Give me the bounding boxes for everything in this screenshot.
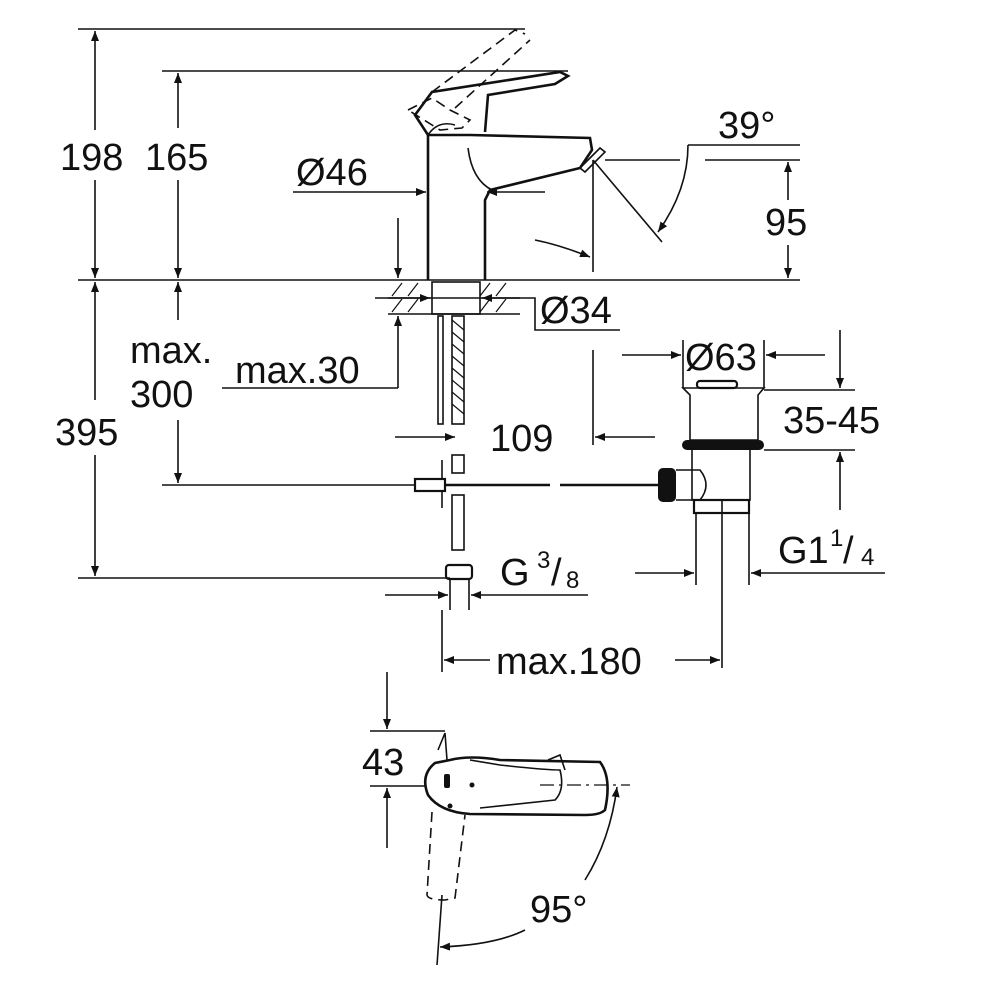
body-diameter-dimension: Ø46 (293, 152, 545, 196)
hose-lower (451, 494, 465, 551)
spout-angle-line (592, 159, 663, 243)
handle-base-curve (427, 122, 456, 136)
handle-rotated-outline (426, 811, 466, 901)
handle (413, 70, 571, 136)
label-below-deck-height: 395 (55, 412, 118, 454)
label-handle-offset: 43 (362, 742, 404, 784)
label-waste-thread-den: 4 (861, 544, 874, 571)
handle-raised-lever-top (431, 29, 526, 93)
label-waste-diameter: Ø63 (685, 337, 757, 379)
supply-hoses (437, 315, 474, 610)
faucet-body (426, 133, 594, 280)
waste-flange (681, 387, 766, 441)
below-deck-dimensions: max. 300 395 (55, 282, 450, 579)
arc-arrow-39 (657, 144, 689, 233)
waste-assembly: Ø63 35-45 G1 1 / 4 (622, 330, 885, 668)
faucet-top-view: 43 95° (362, 672, 630, 966)
faucet-side-view (78, 29, 800, 281)
label-max-connection-distance: max.180 (496, 641, 642, 683)
label-inlet-thread-prefix: G (500, 552, 530, 594)
waste-seal (682, 440, 764, 450)
flex-hose (451, 315, 465, 425)
mounting-shank (431, 281, 481, 315)
label-waste-thread-prefix: G1 (778, 530, 829, 572)
pull-rod (437, 315, 444, 425)
rod-clamp (413, 477, 447, 493)
label-hole-diameter: Ø34 (540, 290, 612, 332)
top-view-handle-tip (547, 753, 566, 771)
label-outlet-height: 95 (765, 202, 807, 244)
hose-nut (444, 563, 474, 581)
spout-curve (467, 147, 493, 191)
label-max-deck-thickness: max.30 (235, 350, 360, 392)
connection-distance-dimension: max.180 (441, 610, 720, 683)
label-waste-thread-num: 1 (830, 525, 843, 552)
indicator-dot (469, 782, 475, 788)
top-view-lever (437, 732, 448, 761)
label-max-depth-line1: max. (130, 330, 212, 372)
hose-braid (451, 319, 465, 415)
handle-raised-lever-bottom (454, 39, 531, 109)
label-inlet-thread-den: 8 (566, 567, 579, 594)
label-spout-reach: 109 (490, 418, 553, 460)
top-view-body (423, 756, 609, 817)
leader-34 (510, 297, 620, 331)
label-inlet-thread-num: 3 (537, 547, 550, 574)
label-max-depth-line2: 300 (130, 374, 193, 416)
fraction-slash: / (843, 530, 854, 572)
reach-dimension: 109 (395, 350, 655, 460)
arc-arrow-95-bottom (439, 929, 526, 951)
aerator (578, 146, 607, 174)
label-waste-range: 35-45 (783, 400, 880, 442)
label-total-height: 198 (60, 137, 123, 179)
fraction-slash: / (551, 552, 562, 594)
arc-arrow-39-lower (534, 239, 591, 258)
arc-arrow-95-top (584, 786, 620, 881)
height-dimensions: 198 165 (60, 28, 568, 278)
rotation-ref-line (436, 894, 443, 966)
label-body-diameter: Ø46 (296, 152, 368, 194)
hose-braid-segment (451, 454, 465, 474)
label-spout-angle: 39° (718, 105, 775, 147)
waste-lever-housing (676, 469, 707, 501)
label-handle-rotation: 95° (530, 889, 587, 931)
indicator-dot-lower (447, 803, 453, 809)
indicator-mark (444, 774, 450, 788)
inlet-thread-dimension: G 3 / 8 (385, 547, 588, 599)
rod-knurled-nut (658, 468, 676, 502)
waste-plug (695, 379, 739, 390)
spout-dimensions: 39° 95 (534, 105, 807, 278)
label-spout-height: 165 (145, 137, 208, 179)
waste-body (691, 450, 751, 501)
deck-hatching (391, 282, 507, 313)
top-view-handle (469, 759, 563, 809)
handle-raised-outline (407, 97, 472, 131)
deck-section: max.30 Ø34 (222, 218, 620, 392)
popup-rod (413, 460, 676, 508)
